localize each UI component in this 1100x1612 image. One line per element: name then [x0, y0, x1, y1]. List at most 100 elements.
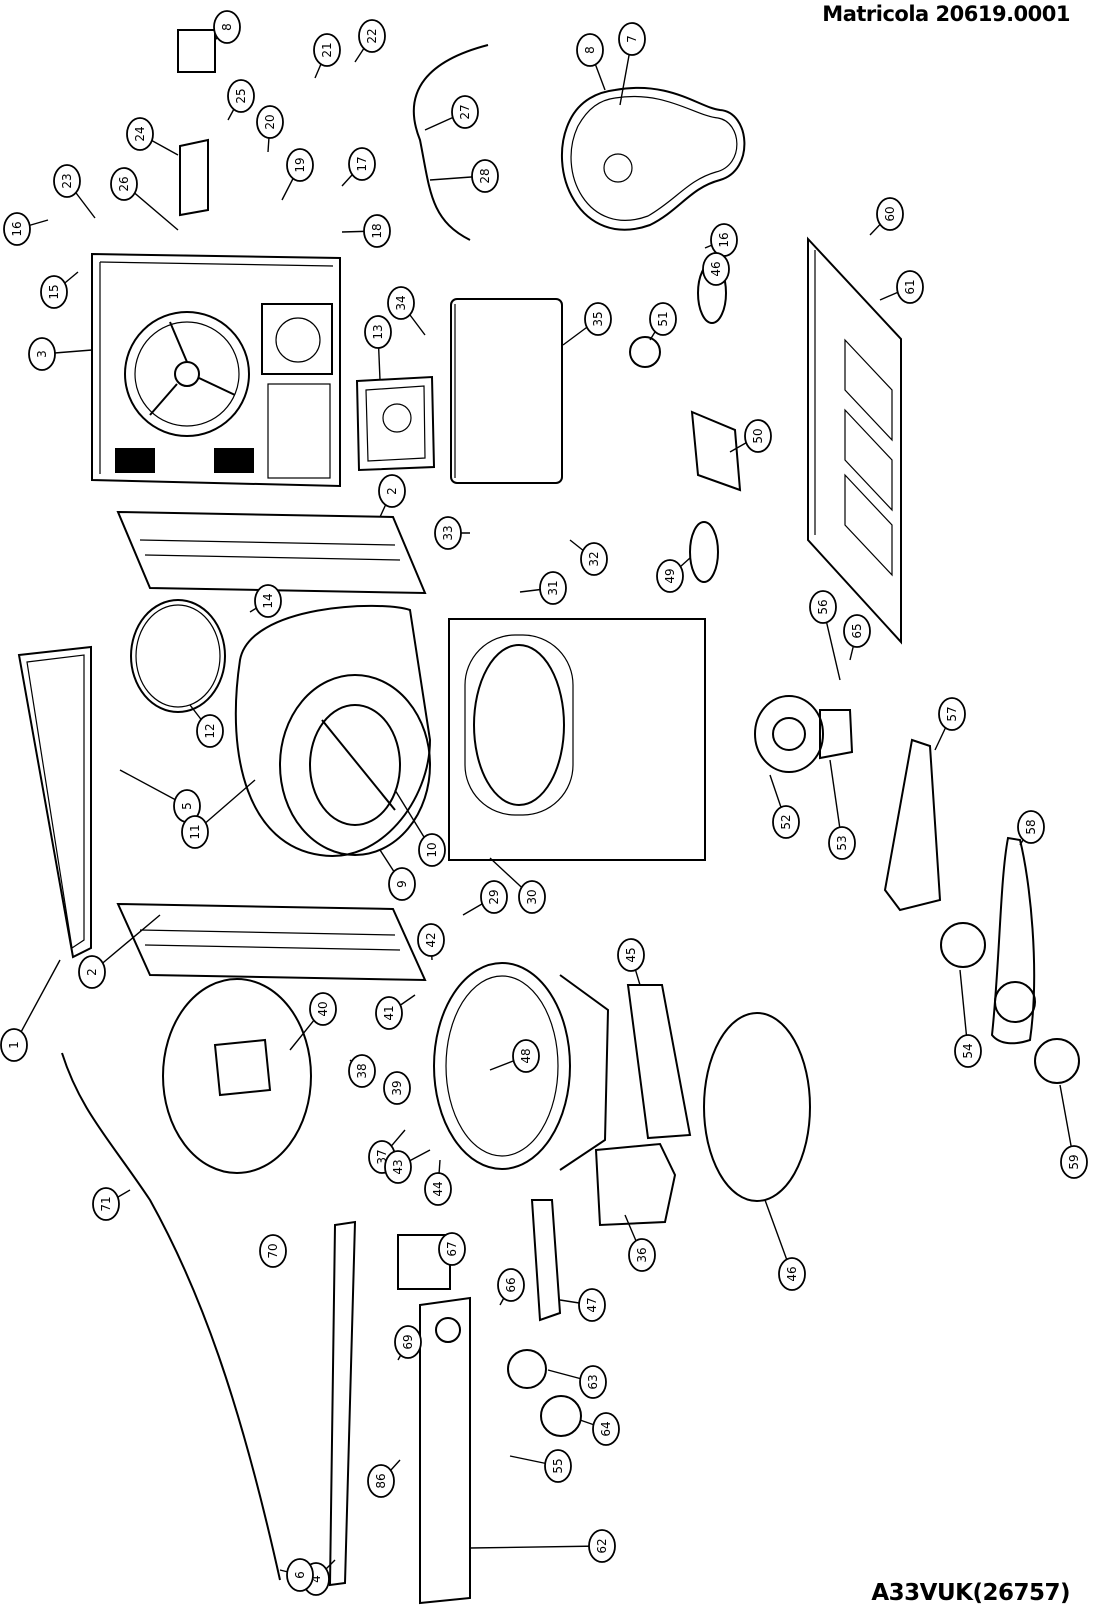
callout-46: 46 — [702, 252, 730, 286]
callout-number: 38 — [355, 1063, 369, 1078]
power-cord — [412, 44, 489, 241]
callout-number: 9 — [395, 880, 409, 888]
selector-knob-base — [507, 1349, 547, 1389]
callout-11: 11 — [181, 779, 256, 849]
blower-housing — [561, 86, 746, 231]
callout-bubble — [778, 1257, 806, 1291]
callout-31: 31 — [519, 571, 567, 605]
callout-number: 34 — [394, 295, 408, 310]
callout-62: 62 — [469, 1529, 616, 1563]
callout-number: 1 — [7, 1041, 21, 1049]
callout-number: 60 — [883, 206, 897, 221]
callout-28: 28 — [429, 159, 499, 193]
callout-number: 63 — [586, 1374, 600, 1389]
callout-number: 19 — [293, 157, 307, 172]
callout-3: 3 — [28, 337, 93, 371]
callout-bubble — [394, 1325, 422, 1359]
callout-27: 27 — [424, 95, 479, 131]
callout-bubble — [588, 1529, 616, 1563]
callout-number: 48 — [519, 1048, 533, 1063]
callout-bubble — [497, 1268, 525, 1302]
callout-bubble — [876, 197, 904, 231]
callout-24: 24 — [126, 117, 179, 156]
callout-bubble — [471, 159, 499, 193]
callout-19: 19 — [281, 148, 314, 201]
callout-60: 60 — [869, 197, 904, 236]
callout-bubble — [384, 1150, 412, 1184]
tensioner-arm — [883, 738, 942, 912]
callout-47: 47 — [559, 1288, 606, 1322]
callout-bubble — [580, 542, 608, 576]
callout-65: 65 — [843, 614, 871, 661]
callout-number: 53 — [835, 835, 849, 850]
callout-layer: 1223456788910111213141516161718192021222… — [0, 10, 1088, 1596]
drum-seal-ring — [130, 599, 226, 713]
callout-bubble — [702, 252, 730, 286]
callout-bubble — [92, 1187, 120, 1221]
callout-bubble — [772, 805, 800, 839]
callout-26: 26 — [110, 167, 179, 231]
callout-number: 2 — [85, 968, 99, 976]
callout-bubble — [3, 212, 31, 246]
callout-number: 67 — [445, 1241, 459, 1256]
callout-63: 63 — [547, 1365, 607, 1399]
callout-number: 69 — [401, 1334, 415, 1349]
callout-bubble — [480, 880, 508, 914]
callout-bubble — [28, 337, 56, 371]
callout-number: 25 — [234, 88, 248, 103]
callout-number: 24 — [133, 126, 147, 141]
callout-bubble — [579, 1365, 607, 1399]
callout-bubble — [518, 880, 546, 914]
callout-42: 42 — [417, 923, 445, 961]
callout-8: 8 — [213, 10, 241, 44]
roller-bearing — [629, 336, 661, 368]
callout-bubble — [539, 571, 567, 605]
callout-number: 46 — [709, 261, 723, 276]
callout-number: 16 — [717, 232, 731, 247]
drive-motor — [754, 695, 854, 773]
callout-number: 2 — [385, 487, 399, 495]
callout-bubble — [618, 22, 646, 56]
callout-number: 49 — [663, 568, 677, 583]
callout-bubble — [364, 315, 392, 349]
selector-knob — [540, 1395, 582, 1437]
callout-29: 29 — [462, 880, 508, 916]
callout-bubble — [367, 1464, 395, 1498]
callout-43: 43 — [384, 1149, 431, 1184]
callout-number: 13 — [371, 324, 385, 339]
callout-number: 44 — [431, 1181, 445, 1196]
callout-bubble — [843, 614, 871, 648]
callout-number: 32 — [587, 551, 601, 566]
callout-bubble — [358, 19, 386, 53]
callout-number: 36 — [635, 1247, 649, 1262]
model-code: A33VUK(26757) — [871, 1580, 1070, 1606]
upper-rail-plate — [116, 510, 427, 595]
callout-number: 27 — [458, 104, 472, 119]
callout-18: 18 — [341, 214, 391, 248]
callout-bubble — [434, 516, 462, 550]
callout-number: 41 — [382, 1005, 396, 1020]
callout-16: 16 — [3, 212, 49, 246]
callout-bubble — [40, 275, 68, 309]
callout-number: 42 — [424, 932, 438, 947]
callout-6: 6 — [279, 1558, 314, 1592]
callout-bubble — [617, 938, 645, 972]
callout-2: 2 — [78, 914, 161, 989]
callout-61: 61 — [879, 270, 924, 304]
callout-71: 71 — [92, 1187, 131, 1221]
callout-number: 18 — [370, 223, 384, 238]
callout-bubble — [809, 590, 837, 624]
callout-number: 12 — [203, 723, 217, 738]
callout-bubble — [828, 826, 856, 860]
callout-bubble — [348, 147, 376, 181]
callout-59: 59 — [1059, 1084, 1088, 1179]
callout-bubble — [313, 33, 341, 67]
callout-number: 14 — [261, 593, 275, 608]
callout-number: 6 — [293, 1571, 307, 1579]
callout-bubble — [286, 1558, 314, 1592]
callout-15: 15 — [40, 271, 79, 309]
callout-bubble — [53, 164, 81, 198]
callout-bubble — [544, 1449, 572, 1483]
idler-ring — [994, 981, 1036, 1023]
callout-23: 23 — [53, 164, 96, 219]
